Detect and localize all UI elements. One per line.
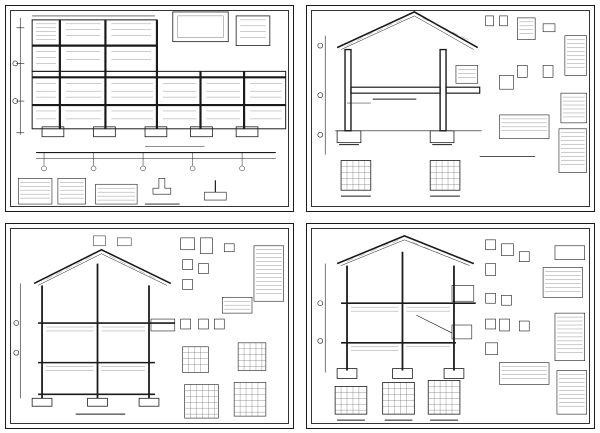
drawing-sheet-section-two-storey (5, 223, 294, 429)
foundation-plan-drawing (12, 11, 287, 205)
section-foundation-drawing (317, 235, 587, 421)
drawing-sheet-section-and-foundations (306, 223, 595, 429)
building-section-drawing (317, 11, 587, 197)
drawing-sheet-foundation-plan (5, 5, 294, 212)
frame-section-drawing (13, 235, 284, 419)
drawing-sheet-section-single-storey (306, 5, 595, 212)
